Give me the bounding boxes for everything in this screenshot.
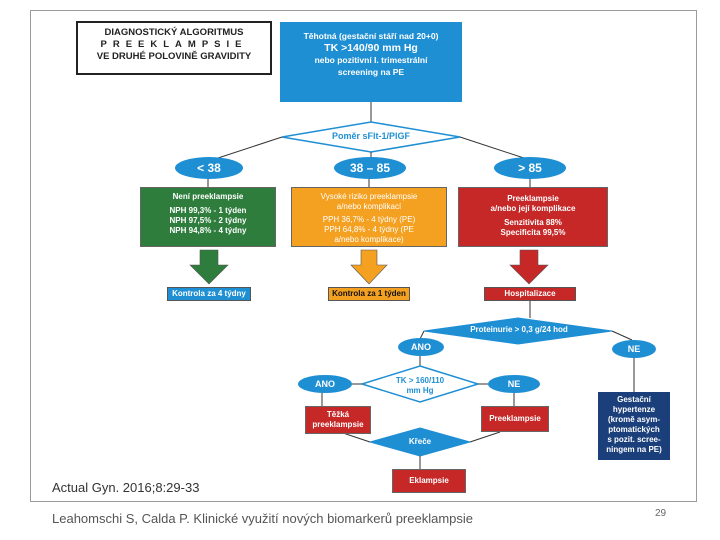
entry-line-3: nebo pozitivní I. trimestrální [314,55,428,65]
entry-line-2: TK >140/90 mm Hg [324,42,418,54]
orange-card-head: Vysoké riziko preeklampsie [320,192,418,201]
orange-down-arrow [350,249,388,285]
entry-line-4: screening na PE [337,67,405,77]
orange-card-line-1: PPH 36,7% - 4 týdny (PE) [322,215,416,224]
gestacni-line-2: hypertenze [612,405,656,414]
green-card-line-2: NPH 97,5% - 2 týdny [169,216,247,225]
proteinuria-diamond [423,317,613,345]
tk-diamond [359,365,481,403]
citation-text: Actual Gyn. 2016;8:29-33 [52,480,200,495]
orange-card: Vysoké riziko preeklampsie a/nebo kompli… [291,187,447,247]
red-down-arrow [509,249,549,285]
preeklampsie-box: Preeklampsie [481,406,549,432]
tk-line-1: TK > 160/110 [395,376,445,385]
connector-line [611,330,633,341]
green-card-line-3: NPH 94,8% - 4 týdny [169,226,247,235]
range-high-oval: > 85 [494,157,566,179]
title-line-1: DIAGNOSTICKÝ ALGORITMUS [104,27,244,38]
range-low-oval: < 38 [175,157,243,179]
red-card-head-2: a/nebo její komplikace [490,204,576,213]
green-card: Není preeklampsie NPH 99,3% - 1 týden NP… [140,187,276,247]
kreze-label: Křeče [408,437,432,446]
red-card-head: Preeklampsie [507,194,559,203]
title-line-3: VE DRUHÉ POLOVINĚ GRAVIDITY [96,51,252,62]
connector-line [211,136,283,161]
action-orange-label: Kontrola za 1 týden [328,287,410,301]
gestacni-line-4: ptomatických [608,425,660,434]
ne-mid-oval: NE [488,375,540,393]
page-number: 29 [655,508,667,519]
tk-line-2: mm Hg [406,386,434,395]
entry-line-1: Těhotná (gestační stáří nad 20+0) [303,31,439,41]
ratio-label: Poměr sFlt-1/PlGF [331,131,411,141]
gestacni-line-5: s pozit. scree- [607,435,661,444]
proteinuria-label: Proteinurie > 0,3 g/24 hod [470,325,568,334]
orange-card-line-2: PPH 64,8% - 4 týdny (PE [324,225,414,234]
green-card-line-1: NPH 99,3% - 1 týden [169,206,247,215]
title-line-2: PREEKLAMPSIE [100,39,248,50]
connector-line [459,136,531,161]
action-red-label: Hospitalizace [484,287,576,301]
orange-card-line-3: a/nebo komplikace) [334,235,404,244]
connector-line [419,330,425,340]
connector-line [469,431,501,443]
tezka-line-2: preeklampsie [312,420,364,429]
action-green-label: Kontrola za 4 týdny [167,287,251,301]
red-card-line-1: Senzitivita 88% [504,218,562,227]
footer-text: Leahomschi S, Calda P. Klinické využití … [52,511,474,526]
tk-label: TK > 160/110 mm Hg [380,376,460,396]
range-mid-oval: 38 – 85 [334,157,406,179]
ne-top-oval: NE [612,340,656,358]
entry-box: Těhotná (gestační stáří nad 20+0) TK >14… [280,22,462,102]
gestacni-hypertenze-box: Gestační hypertenze (kromě asym- ptomati… [598,392,670,460]
green-down-arrow [189,249,229,285]
tezka-line-1: Těžká [326,410,350,419]
red-card-line-2: Specificita 99,5% [500,228,566,237]
ano-left-oval: ANO [298,375,352,393]
title-box: DIAGNOSTICKÝ ALGORITMUS PREEKLAMPSIE VE … [76,21,272,75]
gestacni-line-6: ningem na PE) [606,445,662,454]
tezka-preeklampsie-box: Těžká preeklampsie [305,406,371,434]
eklampsie-box: Eklampsie [392,469,466,493]
ano-top-oval: ANO [398,338,444,356]
gestacni-line-3: (kromě asym- [607,415,661,424]
red-card: Preeklampsie a/nebo její komplikace Senz… [458,187,608,247]
green-card-head: Není preeklampsie [172,192,244,201]
orange-card-head-2: a/nebo komplikací [336,202,402,211]
gestacni-line-1: Gestační [617,395,651,404]
